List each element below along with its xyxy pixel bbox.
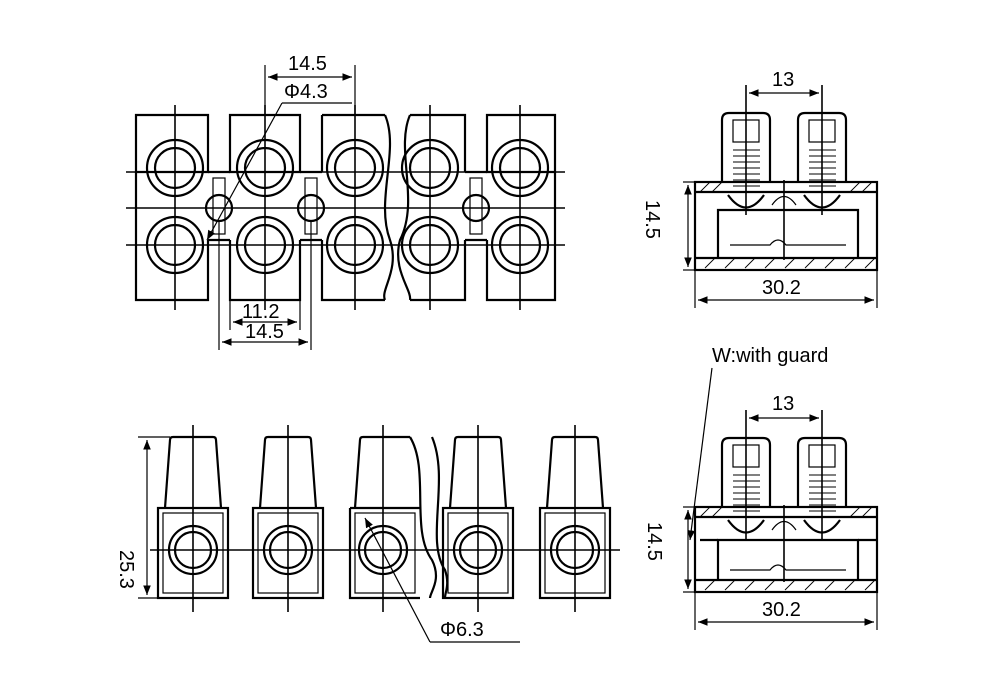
front-view-centerlines — [150, 425, 620, 612]
dimension-side-pitch: 13 — [749, 69, 819, 97]
front-view-terminals — [156, 435, 612, 600]
inner-width-label: 11.2 — [242, 301, 279, 323]
dimension-guard-width: 30.2 — [694, 592, 878, 630]
outer-pitch-label: 14.5 — [245, 321, 284, 343]
guard-pitch-label: 13 — [772, 393, 794, 415]
side-width-label: 30.2 — [762, 277, 801, 299]
top-view-screws — [145, 138, 550, 275]
side-view-body — [693, 180, 879, 272]
front-height-label: 25.3 — [115, 550, 137, 589]
side-pitch-label: 13 — [772, 69, 794, 91]
side-view: 13 14.5 30.2 — [641, 69, 879, 308]
guard-view-body — [693, 505, 879, 594]
side-height-label: 14.5 — [641, 200, 663, 239]
guard-view-centerlines — [745, 410, 823, 582]
dimension-guard-pitch: 13 — [749, 393, 819, 422]
dimension-inner-width: 11.2 — [229, 300, 301, 330]
dimension-guard-height: 14.5 — [643, 506, 695, 593]
top-pitch-label: 14.5 — [288, 53, 327, 75]
guard-view-title: W:with guard — [712, 345, 828, 367]
dimension-mounting-hole: Φ4.3 — [206, 81, 352, 241]
guard-height-label: 14.5 — [643, 522, 665, 561]
dimension-top-pitch: 14.5 — [264, 53, 356, 115]
mounting-hole-label: Φ4.3 — [284, 81, 328, 103]
top-view-centerlines — [126, 105, 565, 310]
guard-view: W:with guard — [643, 345, 879, 630]
dimension-side-height: 14.5 — [641, 181, 695, 271]
front-view: 25.3 Φ6.3 — [115, 425, 620, 643]
dimension-side-width: 30.2 — [694, 270, 878, 308]
dimension-wire-hole: Φ6.3 — [364, 517, 520, 643]
dimension-outer-pitch: 14.5 — [218, 221, 312, 350]
top-view: 14.5 Φ4.3 11.2 14.5 — [126, 53, 565, 350]
guard-width-label: 30.2 — [762, 599, 801, 621]
side-view-centerlines — [745, 85, 823, 260]
wire-hole-label: Φ6.3 — [440, 619, 484, 641]
dimension-front-height: 25.3 — [115, 436, 170, 599]
